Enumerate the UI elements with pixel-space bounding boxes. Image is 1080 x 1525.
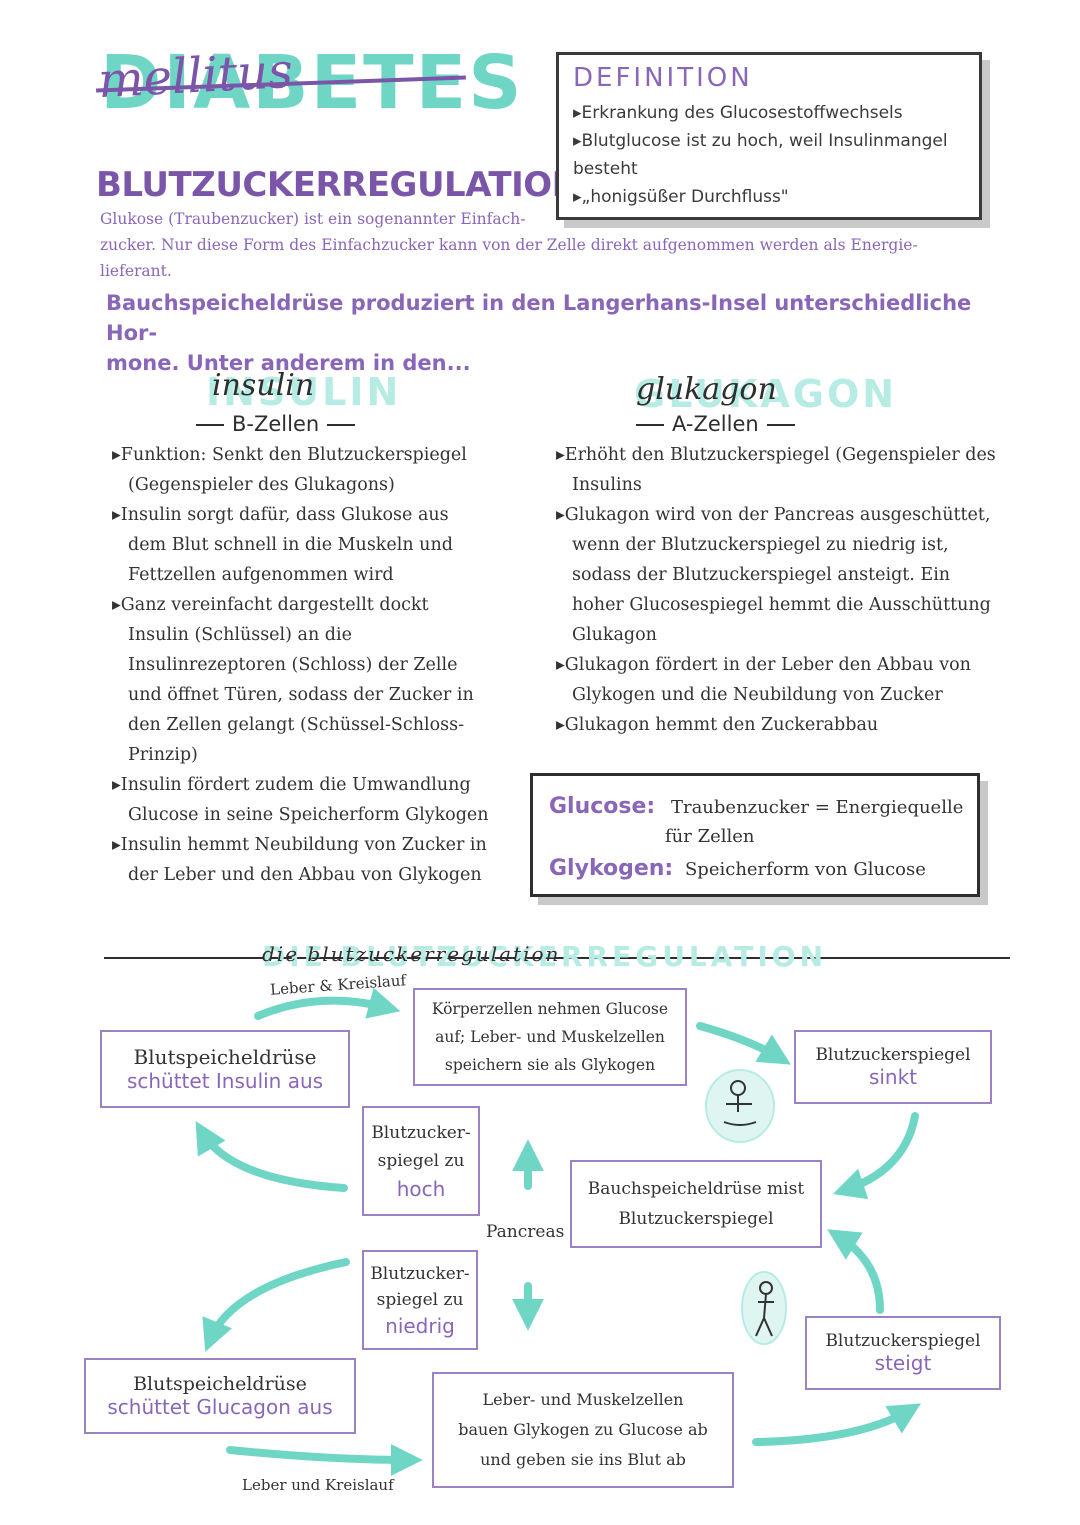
glossary-glykogen: Glykogen: Speicherform von Glucose xyxy=(549,854,926,885)
box-pancreas-measures: Bauchspeicheldrüse mist Blutzuckerspiege… xyxy=(570,1160,822,1248)
arrow-rises-to-pancreas xyxy=(827,1229,884,1314)
box-sugar-sinks: Blutzuckerspiegel sinkt xyxy=(794,1030,992,1104)
insulin-item: Insulin sorgt dafür, dass Glukose aus de… xyxy=(112,500,492,590)
insulin-list: Funktion: Senkt den Blutzuckerspiegel (G… xyxy=(112,440,492,890)
box-text: spiegel zu xyxy=(377,1151,465,1171)
glossary-box: Glucose: Traubenzucker = Energiequelle f… xyxy=(530,773,980,897)
definition-list: Erkrankung des Glucosestoffwechsels Blut… xyxy=(573,99,973,211)
box-text: Blutzuckerspiegel xyxy=(618,1209,774,1229)
insulin-item: Insulin fördert zudem die Umwandlung Glu… xyxy=(112,770,492,830)
box-text: Blutspeicheldrüse xyxy=(133,1045,317,1069)
box-text: auf; Leber- und Muskelzellen xyxy=(435,1028,665,1046)
box-text: und geben sie ins Blut ab xyxy=(480,1450,686,1469)
definition-box: DEFINITION Erkrankung des Glucosestoffwe… xyxy=(556,52,982,220)
intro-text: Glukose (Traubenzucker) ist ein sogenann… xyxy=(100,206,1000,284)
section-divider xyxy=(104,957,1010,959)
definition-item: „honigsüßer Durchfluss" xyxy=(573,183,973,211)
intro-line: lieferant. xyxy=(100,262,172,280)
box-text: Blutzucker- xyxy=(371,1123,471,1143)
box-text: Blutspeicheldrüse xyxy=(133,1373,307,1395)
glukagon-item: Glukagon wird von der Pancreas ausgeschü… xyxy=(556,500,1006,650)
arrow-to-cells xyxy=(254,987,401,1020)
arrow-high-to-insulin xyxy=(195,1120,348,1192)
label-leber-kreislauf-bottom: Leber und Kreislauf xyxy=(242,1476,394,1494)
hormones-line: mone. Unter anderem in den... xyxy=(106,351,471,375)
insulin-heading: insulin xyxy=(212,368,315,403)
glukagon-heading-bg: GLUKAGON xyxy=(634,372,898,416)
box-glycogen-breakdown: Leber- und Muskelzellen bauen Glykogen z… xyxy=(432,1372,734,1488)
label-pancreas: Pancreas xyxy=(486,1222,565,1242)
glossary-glykogen-term: Glykogen: xyxy=(549,856,674,881)
arrow-to-sinks xyxy=(696,1022,791,1065)
glukagon-item: Glukagon fördert in der Leber den Abbau … xyxy=(556,650,1006,710)
arrow-low-to-glucagon xyxy=(202,1258,350,1352)
person-walking-icon xyxy=(741,1271,787,1345)
box-accent-text: steigt xyxy=(874,1351,932,1375)
box-text: speichern sie als Glykogen xyxy=(444,1056,656,1074)
hormones-line: Bauchspeicheldrüse produziert in den Lan… xyxy=(106,291,972,345)
insulin-item: Funktion: Senkt den Blutzuckerspiegel (G… xyxy=(112,440,492,500)
box-text: Körperzellen nehmen Glucose xyxy=(431,1000,669,1018)
box-accent-text: hoch xyxy=(396,1177,446,1201)
glossary-glucose-def-2: für Zellen xyxy=(665,826,755,847)
flow-title-bg: DIE BLUTZUCKERREGULATION xyxy=(262,940,828,973)
box-cells-absorb: Körperzellen nehmen Glucose auf; Leber- … xyxy=(413,988,687,1086)
box-text: Blutzuckerspiegel xyxy=(815,1045,971,1065)
box-accent-text: schüttet Glucagon aus xyxy=(107,1395,333,1419)
box-text: Leber- und Muskelzellen xyxy=(482,1390,684,1409)
insulin-heading-bg: INSULIN xyxy=(206,370,402,414)
glossary-glykogen-def: Speicherform von Glucose xyxy=(684,859,926,880)
arrow-sinks-to-pancreas xyxy=(832,1112,919,1200)
glukagon-list: Erhöht den Blutzuckerspiegel (Gegenspiel… xyxy=(556,440,1006,740)
person-sitting-icon xyxy=(705,1069,775,1143)
box-text: Bauchspeicheldrüse mist xyxy=(587,1179,805,1199)
glukagon-item: Glukagon hemmt den Zuckerabbau xyxy=(556,710,1006,740)
intro-line: zucker. Nur diese Form des Einfachzucker… xyxy=(100,236,918,254)
glossary-glucose-def: Traubenzucker = Energiequelle xyxy=(670,797,964,818)
box-accent-text: schüttet Insulin aus xyxy=(126,1069,324,1093)
box-sugar-high: Blutzucker- spiegel zu hoch xyxy=(362,1106,480,1216)
glossary-glucose-term: Glucose: xyxy=(549,794,656,819)
box-sugar-rises: Blutzuckerspiegel steigt xyxy=(805,1316,1001,1390)
section-title: BLUTZUCKERREGULATION xyxy=(96,165,580,205)
box-glucagon-release: Blutspeicheldrüse schüttet Glucagon aus xyxy=(84,1358,356,1434)
insulin-item: Insulin hemmt Neubildung von Zucker in d… xyxy=(112,830,492,890)
arrow-liver-to-rises xyxy=(752,1403,921,1446)
insulin-item: Ganz vereinfacht dargestellt dockt Insul… xyxy=(112,590,492,770)
glukagon-cells-label: A-Zellen xyxy=(628,412,803,436)
definition-item: Blutglucose ist zu hoch, weil Insulinman… xyxy=(573,127,973,183)
definition-item: Erkrankung des Glucosestoffwechsels xyxy=(573,99,973,127)
intro-line: Glukose (Traubenzucker) ist ein sogenann… xyxy=(100,210,526,228)
glossary-glucose: Glucose: Traubenzucker = Energiequelle xyxy=(549,792,963,823)
box-sugar-low: Blutzucker- spiegel zu niedrig xyxy=(362,1250,478,1350)
box-accent-text: niedrig xyxy=(385,1314,455,1338)
box-text: bauen Glykogen zu Glucose ab xyxy=(458,1420,708,1439)
hormones-intro: Bauchspeicheldrüse produziert in den Lan… xyxy=(106,288,1006,378)
box-text: Blutzuckerspiegel xyxy=(825,1331,981,1351)
box-text: Blutzucker- xyxy=(370,1264,470,1284)
box-text: spiegel zu xyxy=(376,1290,464,1310)
arrow-glucagon-to-liver xyxy=(226,1443,423,1476)
insulin-cells-label: B-Zellen xyxy=(188,412,363,436)
box-insulin-release: Blutspeicheldrüse schüttet Insulin aus xyxy=(100,1030,350,1108)
definition-title: DEFINITION xyxy=(573,63,753,93)
glukagon-item: Erhöht den Blutzuckerspiegel (Gegenspiel… xyxy=(556,440,1006,500)
flow-title: die blutzuckerregulation xyxy=(262,942,561,966)
glukagon-heading: glukagon xyxy=(636,372,777,407)
box-accent-text: sinkt xyxy=(868,1065,918,1089)
